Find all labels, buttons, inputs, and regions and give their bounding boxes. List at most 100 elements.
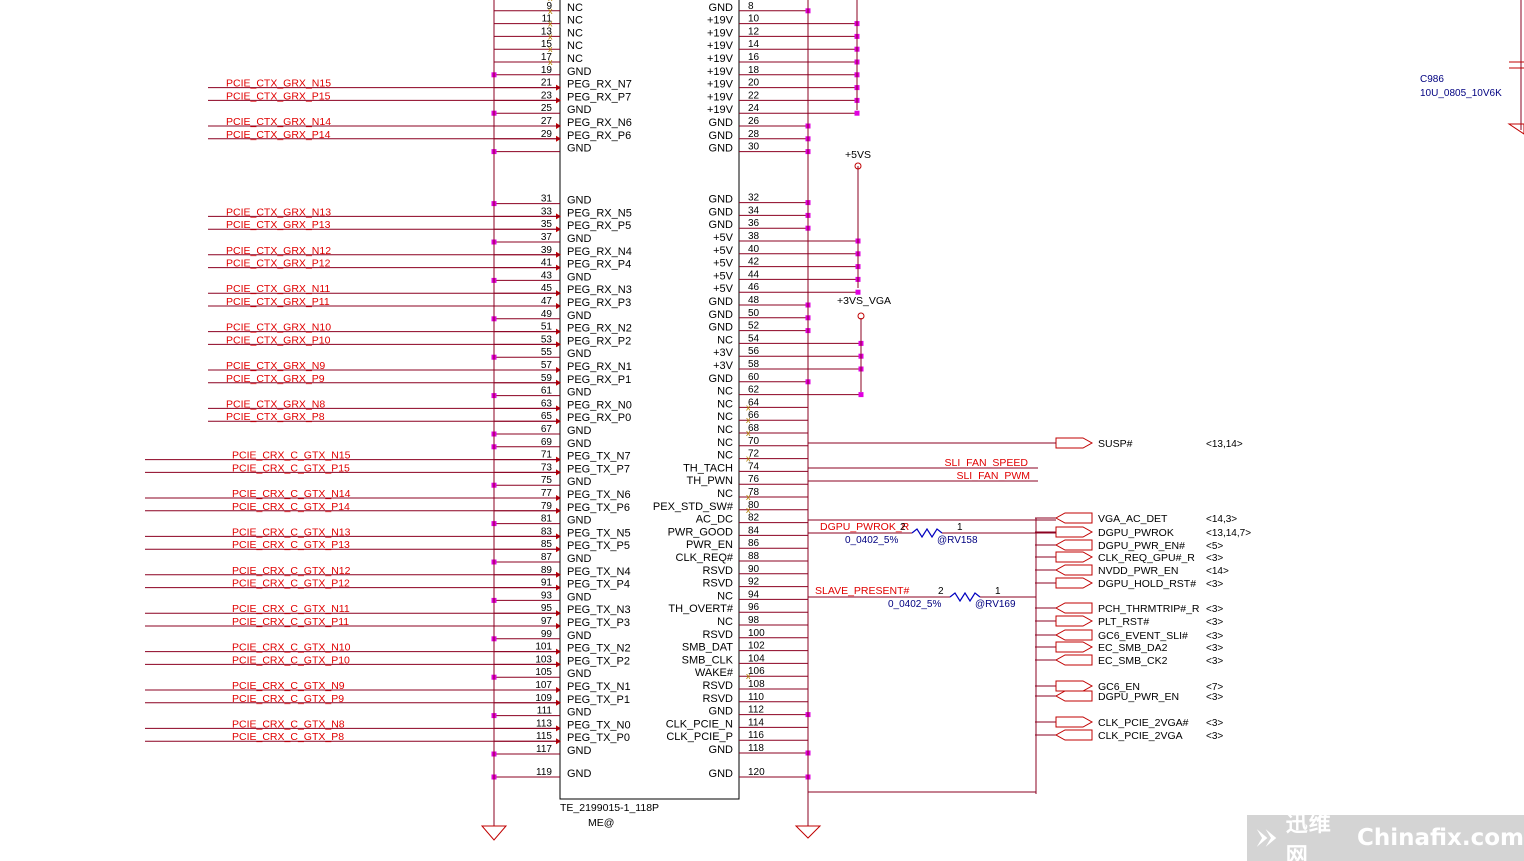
pin-number: 104	[748, 653, 765, 664]
pin-number: 23	[541, 90, 553, 101]
part-tag: ME@	[588, 817, 614, 829]
pin-name: CLK_PCIE_N	[666, 718, 733, 730]
net-label: DGPU_PWROK	[1098, 527, 1174, 539]
pin-name: PEG_TX_N1	[567, 681, 631, 693]
pin-number: 28	[748, 129, 760, 140]
pin-name: CLK_PCIE_P	[666, 731, 733, 743]
pin-name: GND	[567, 66, 592, 78]
pin-number: 2	[938, 586, 944, 597]
pin-number: 47	[541, 296, 553, 307]
page-ref: <3>	[1206, 579, 1223, 590]
pin-number: 34	[748, 205, 760, 216]
power-port-icon	[857, 312, 865, 320]
nc-mark-icon: x	[548, 31, 553, 41]
off-page-connector-icon	[1055, 641, 1094, 653]
pin-number: 68	[748, 423, 760, 434]
off-page-connector-icon	[1055, 577, 1094, 589]
pin-number: 8	[748, 1, 754, 12]
pin-number: 53	[541, 334, 553, 345]
net-label: PCIE_CRX_C_GTX_P13	[232, 539, 350, 551]
net-label: PCIE_CRX_C_GTX_N11	[232, 603, 350, 615]
pin-name: +19V	[707, 40, 734, 52]
pin-name: GND	[709, 744, 734, 756]
nc-mark-icon: x	[746, 402, 751, 412]
power-port-icon	[854, 162, 862, 170]
net-label: SLI_FAN_SPEED	[945, 457, 1029, 469]
pin-name: PWR_GOOD	[668, 526, 733, 538]
pin-name: NC	[717, 488, 733, 500]
pin-name: GND	[709, 706, 734, 718]
page-ref: <3>	[1206, 553, 1223, 564]
pin-number: 49	[541, 309, 553, 320]
net-label: CLK_PCIE_2VGA	[1098, 730, 1183, 742]
pin-name: PEG_TX_N0	[567, 719, 631, 731]
pin-number: 77	[541, 488, 553, 499]
net-label: DGPU_HOLD_RST#	[1098, 578, 1196, 590]
pin-number: 113	[536, 718, 552, 729]
pin-number: 119	[536, 767, 552, 778]
off-page-connector-icon	[1054, 690, 1093, 702]
cap-ref: C986	[1420, 74, 1444, 85]
pin-number: 39	[541, 245, 553, 256]
pin-name: GND	[567, 387, 592, 399]
pin-name: PEG_TX_P2	[567, 655, 630, 667]
page-ref: <14>	[1206, 566, 1229, 577]
pin-name: PEG_RX_P3	[567, 297, 631, 309]
junction-dot	[858, 392, 864, 398]
pin-number: 90	[748, 564, 760, 575]
pin-name: RSVD	[702, 565, 733, 577]
pin-number: 13	[541, 26, 553, 37]
net-label: SUSP#	[1098, 438, 1133, 450]
net-label: PCIE_CTX_GRX_N10	[226, 322, 331, 334]
pin-name: PEG_TX_P0	[567, 732, 630, 744]
pin-name: PEX_STD_SW#	[653, 501, 734, 513]
pin-number: 76	[748, 474, 760, 485]
pin-name: GND	[567, 591, 592, 603]
net-label: EC_SMB_DA2	[1098, 642, 1168, 654]
net-label: EC_SMB_CK2	[1098, 655, 1168, 667]
pin-name: PEG_RX_P1	[567, 374, 631, 386]
power-5vs: +5VS	[845, 149, 871, 161]
resistor-value: 0_0402_5%	[888, 599, 941, 610]
pin-number: 21	[541, 78, 553, 89]
pin-number: 43	[541, 270, 553, 281]
pin-name: TH_TACH	[683, 462, 733, 474]
pin-number: 85	[541, 539, 553, 550]
net-label: PCIE_CTX_GRX_N15	[226, 78, 331, 90]
net-label: PLT_RST#	[1098, 616, 1149, 628]
pin-number: 115	[536, 731, 552, 742]
pin-number: 81	[541, 514, 553, 525]
pin-name: PEG_TX_P1	[567, 694, 630, 706]
pin-name: GND	[567, 745, 592, 757]
off-page-connector-icon	[1055, 526, 1094, 538]
pin-name: GND	[567, 348, 592, 360]
pin-number: 84	[748, 525, 760, 536]
watermark-cn: 迅维网	[1285, 812, 1332, 861]
pin-number: 20	[748, 78, 760, 89]
pin-name: NC	[567, 15, 583, 27]
net-label: PCIE_CRX_C_GTX_N9	[232, 680, 345, 692]
pin-number: 70	[748, 436, 760, 447]
net-label: PCIE_CTX_GRX_P12	[226, 258, 331, 270]
net-label: PCIE_CTX_GRX_N13	[226, 206, 331, 218]
pin-number: 58	[748, 359, 760, 370]
nc-mark-icon: x	[548, 44, 553, 54]
off-page-connector-icon	[1055, 615, 1094, 627]
pin-name: NC	[717, 450, 733, 462]
net-label: PCIE_CRX_C_GTX_P8	[232, 731, 344, 743]
junction-dot	[855, 289, 861, 295]
off-page-connector-icon	[1054, 629, 1093, 641]
pin-number: 26	[748, 116, 760, 127]
pin-name: NC	[717, 616, 733, 628]
junction-dot	[854, 110, 860, 116]
net-label: PCIE_CRX_C_GTX_N10	[232, 642, 351, 654]
pin-number: 107	[535, 680, 552, 691]
pin-number: 1	[957, 522, 963, 533]
pin-name: GND	[709, 309, 734, 321]
pin-name: CLK_REQ#	[676, 552, 734, 564]
pin-number: 36	[748, 218, 760, 229]
pin-number: 83	[541, 526, 553, 537]
net-label: NVDD_PWR_EN	[1098, 565, 1179, 577]
pin-name: PEG_TX_P4	[567, 579, 630, 591]
net-label: PCIE_CTX_GRX_P9	[226, 373, 325, 385]
